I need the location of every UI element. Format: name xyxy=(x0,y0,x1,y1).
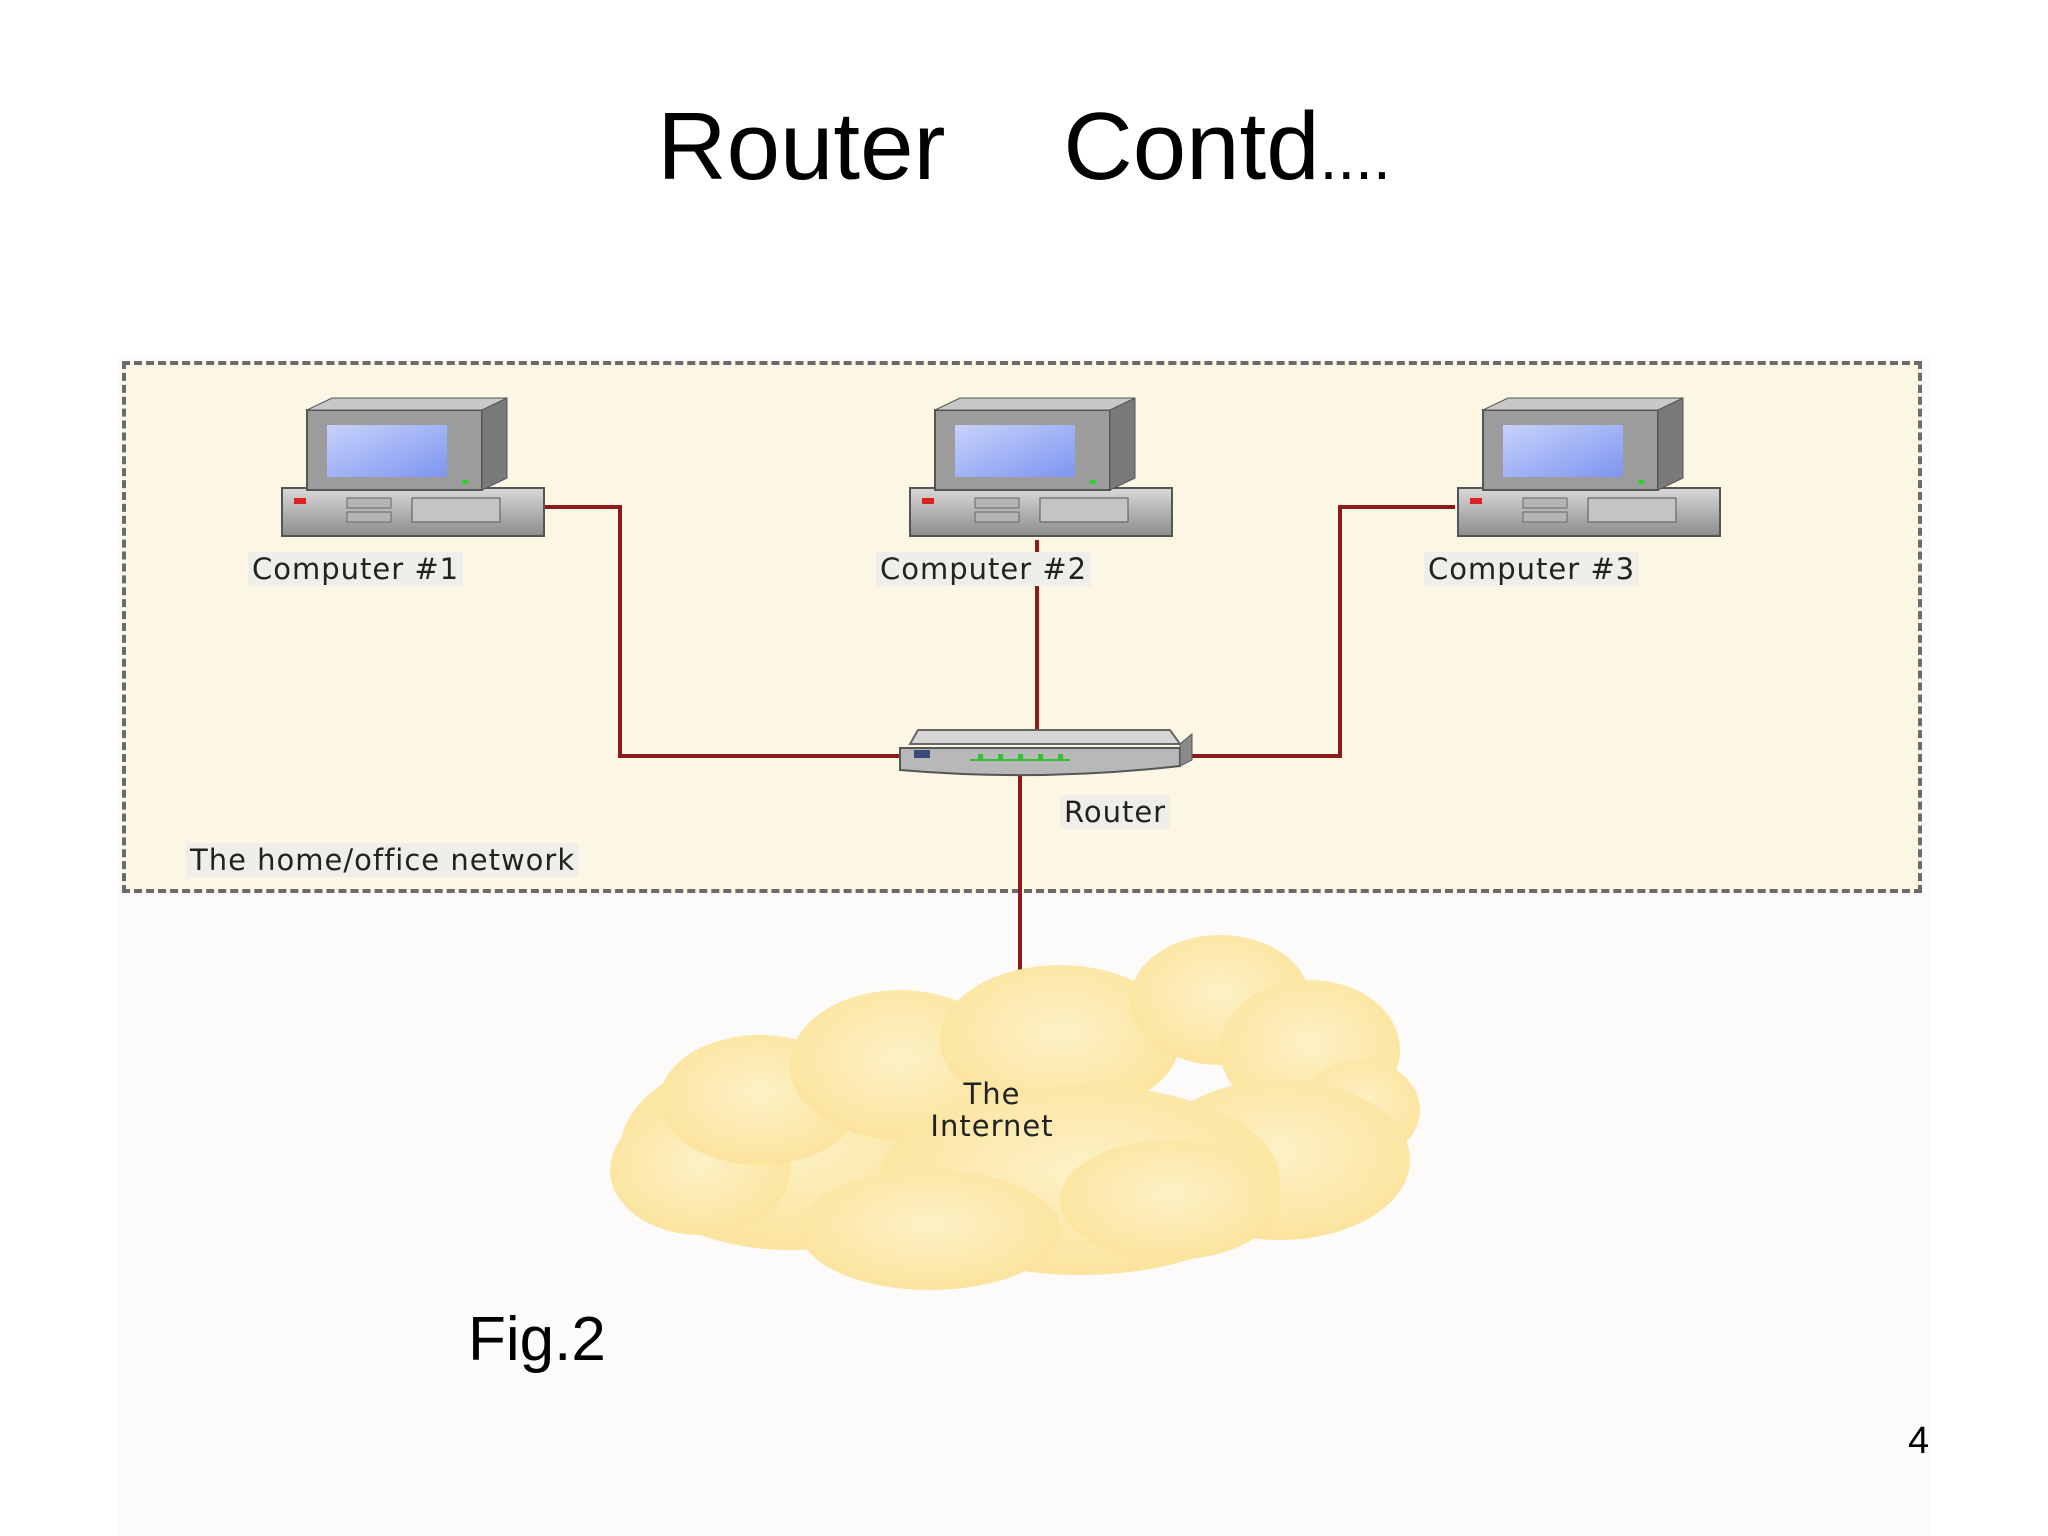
internet-label: The Internet xyxy=(892,1078,1092,1142)
computer-icon xyxy=(909,397,1173,537)
computer-1-label: Computer #1 xyxy=(248,552,464,586)
computer-icon xyxy=(1457,397,1721,537)
computer-icon xyxy=(281,397,545,537)
internet-label-line1: The xyxy=(963,1077,1021,1111)
computer-2-label: Computer #2 xyxy=(876,552,1092,586)
title-router: Router xyxy=(657,93,946,200)
network-label: The home/office network xyxy=(186,843,580,877)
cloud-icon xyxy=(610,935,1420,1290)
title-dots: .... xyxy=(1319,121,1391,193)
computer-3-label: Computer #3 xyxy=(1424,552,1640,586)
figure-label: Fig.2 xyxy=(468,1305,606,1374)
page-number: 4 xyxy=(1908,1420,1930,1462)
title-contd: Contd xyxy=(1063,93,1320,200)
wire-computer-3 xyxy=(1172,505,1455,758)
internet-label-line2: Internet xyxy=(930,1109,1054,1143)
router-icon xyxy=(899,729,1193,777)
router-label: Router xyxy=(1060,795,1171,829)
slide-title: Router Contd.... xyxy=(0,92,2048,202)
wire-computer-1 xyxy=(535,505,905,758)
